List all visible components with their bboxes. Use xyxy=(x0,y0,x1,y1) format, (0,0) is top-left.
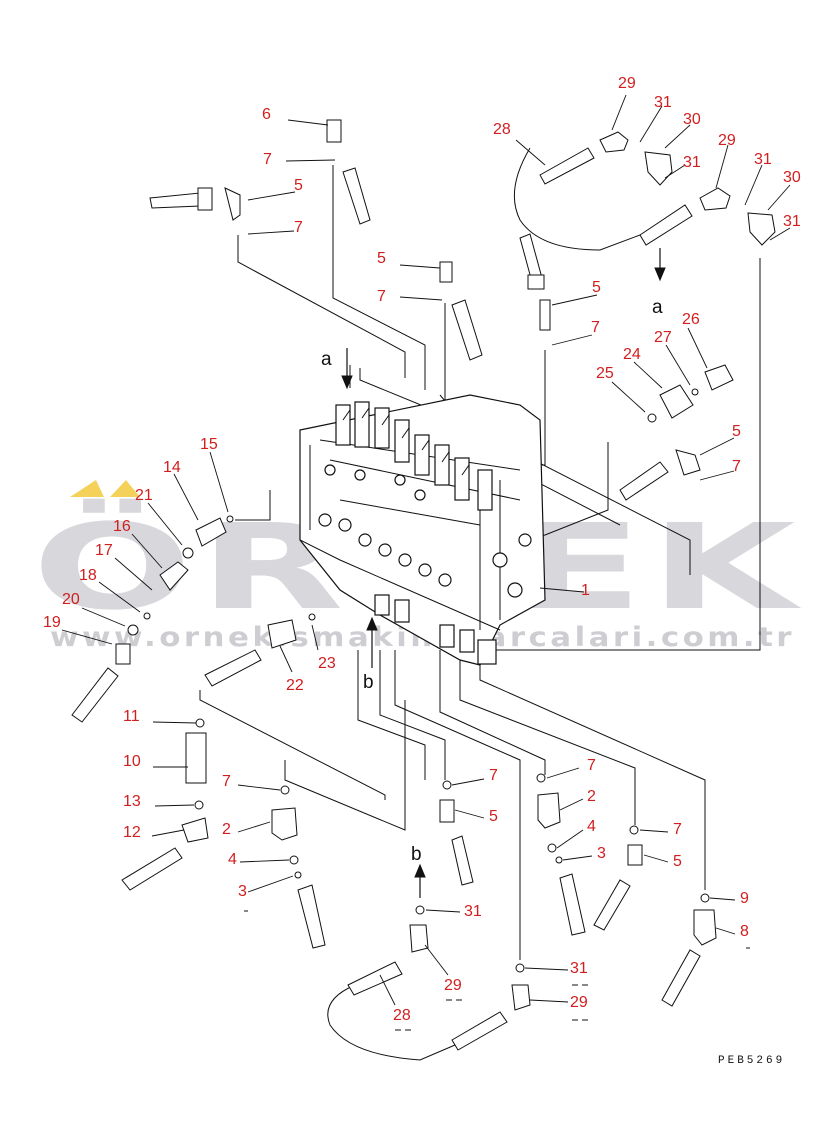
callout-5: 5 xyxy=(377,250,386,267)
callout-18: 18 xyxy=(79,567,97,584)
callout-7: 7 xyxy=(263,151,272,168)
callout-31: 31 xyxy=(754,151,772,168)
callout-15: 15 xyxy=(200,436,218,453)
direction-arrows xyxy=(341,248,666,898)
callout-29: 29 xyxy=(444,977,462,994)
callout-30: 30 xyxy=(683,111,701,128)
callout-27: 27 xyxy=(654,329,672,346)
callout-19: 19 xyxy=(43,614,61,631)
callout-1: 1 xyxy=(581,582,590,599)
callout-8: 8 xyxy=(740,923,749,940)
callout-22: 22 xyxy=(286,677,304,694)
callout-12: 12 xyxy=(123,824,141,841)
callout-16: 16 xyxy=(113,518,131,535)
tee-22 xyxy=(267,619,297,649)
callout-5: 5 xyxy=(673,853,682,870)
fitting-12 xyxy=(181,817,209,843)
watermark-accent-right xyxy=(110,480,140,497)
callout-7: 7 xyxy=(489,767,498,784)
elbow-29c xyxy=(409,924,429,953)
valve-bottom-ports xyxy=(374,594,497,665)
callout-21: 21 xyxy=(135,487,153,504)
callout-29: 29 xyxy=(718,132,736,149)
callout-14: 14 xyxy=(163,459,181,476)
callout-5: 5 xyxy=(592,279,601,296)
callout-29: 29 xyxy=(618,75,636,92)
hose-28a-end xyxy=(639,204,693,246)
callout-7: 7 xyxy=(591,319,600,336)
callout-9: 9 xyxy=(740,890,749,907)
control-valve-assembly xyxy=(299,394,546,666)
callout-5: 5 xyxy=(732,423,741,440)
callout-4: 4 xyxy=(587,818,596,835)
callout-28: 28 xyxy=(393,1007,411,1024)
callout-10: 10 xyxy=(123,753,141,770)
callout-6: 6 xyxy=(262,106,271,123)
view-letter-a: a xyxy=(652,297,663,318)
callout-20: 20 xyxy=(62,591,80,608)
callout-13: 13 xyxy=(123,793,141,810)
callout-31: 31 xyxy=(654,94,672,111)
callout-7: 7 xyxy=(377,288,386,305)
hose-19 xyxy=(71,667,119,723)
elbow-29a xyxy=(599,131,629,153)
callout-3: 3 xyxy=(597,845,606,862)
callout-7: 7 xyxy=(673,821,682,838)
filter-24 xyxy=(659,384,694,419)
callout-3: 3 xyxy=(238,883,247,900)
callout-7: 7 xyxy=(294,219,303,236)
callout-28: 28 xyxy=(493,121,511,138)
drawing-code: PEB5269 xyxy=(718,1055,785,1067)
view-letter-b: b xyxy=(363,672,374,693)
callout-labels: 6 7 5 7 5 7 28 29 31 30 31 29 31 30 31 5… xyxy=(43,75,801,1024)
callout-31: 31 xyxy=(783,213,801,230)
view-letter-b: b xyxy=(411,844,422,865)
elbow-5a xyxy=(224,187,241,221)
elbow-29b xyxy=(699,187,731,211)
hose-28b xyxy=(347,961,403,996)
callout-2: 2 xyxy=(222,821,231,838)
callout-7: 7 xyxy=(587,757,596,774)
valve-spools xyxy=(335,401,493,511)
filter-10 xyxy=(185,732,207,784)
callout-24: 24 xyxy=(623,346,641,363)
fitting-14 xyxy=(195,517,227,547)
elbow-29d xyxy=(511,984,531,1011)
callout-31: 31 xyxy=(464,903,482,920)
callout-dashes xyxy=(244,910,750,1031)
callout-31: 31 xyxy=(683,154,701,171)
valve-ports xyxy=(318,464,532,598)
watermark-accent-left xyxy=(70,480,104,497)
fitting-16 xyxy=(159,561,189,591)
adapter-6 xyxy=(326,119,342,143)
adapter-26 xyxy=(704,364,734,391)
callout-5: 5 xyxy=(489,808,498,825)
callout-2: 2 xyxy=(587,788,596,805)
callout-11: 11 xyxy=(123,708,140,725)
callout-7: 7 xyxy=(222,773,231,790)
callout-29: 29 xyxy=(570,994,588,1011)
callout-4: 4 xyxy=(228,851,237,868)
callout-26: 26 xyxy=(682,311,700,328)
adapter-30a xyxy=(644,151,673,186)
adapter-30b xyxy=(747,212,776,246)
hose-28a xyxy=(539,147,595,185)
valve-2b xyxy=(537,792,561,829)
callout-7: 7 xyxy=(732,458,741,475)
leader-lines xyxy=(61,94,791,1006)
hose-6 xyxy=(342,167,371,225)
callout-23: 23 xyxy=(318,655,336,672)
callout-25: 25 xyxy=(596,365,614,382)
valve-2a xyxy=(271,807,298,841)
valve-8 xyxy=(693,909,717,946)
callout-5: 5 xyxy=(294,177,303,194)
callout-31: 31 xyxy=(570,960,588,977)
view-letters: a a b b xyxy=(321,297,663,865)
fittings xyxy=(71,119,776,1051)
view-letter-a: a xyxy=(321,349,332,370)
hose-left-top xyxy=(149,192,201,209)
callout-30: 30 xyxy=(783,169,801,186)
callout-17: 17 xyxy=(95,542,113,559)
